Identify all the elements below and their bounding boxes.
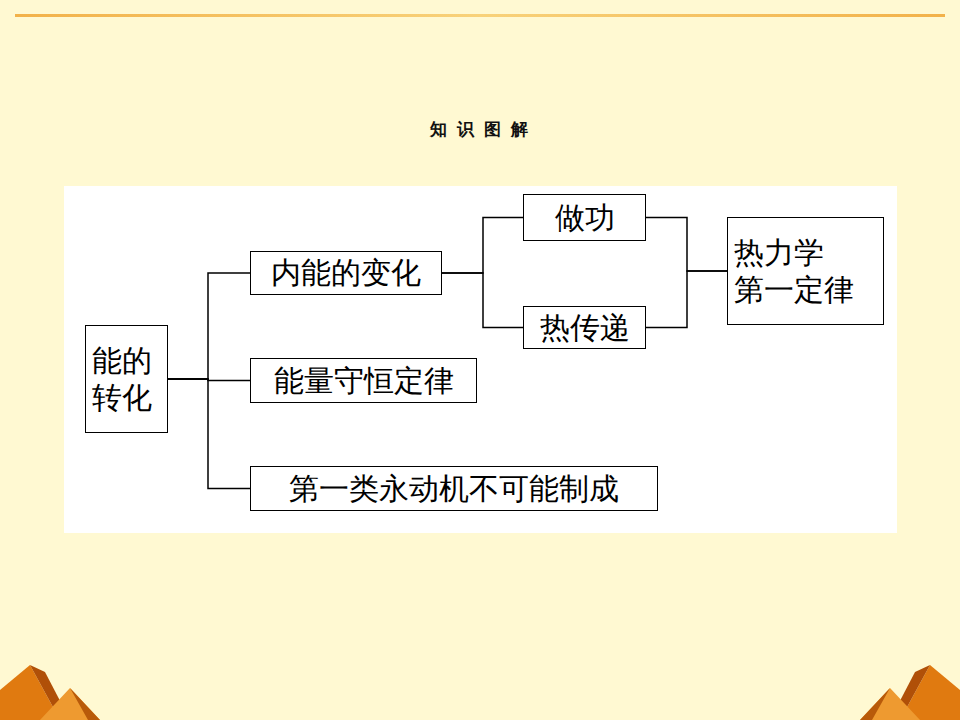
- concept-box: 能的 转化: [85, 325, 168, 433]
- bracket-connector: [168, 379, 250, 381]
- concept-box: 能量守恒定律: [250, 358, 477, 403]
- top-rule: [15, 14, 945, 17]
- box-label: 内能的变化: [271, 254, 421, 292]
- bracket-connector: [168, 273, 250, 379]
- box-label: 做功: [555, 199, 615, 237]
- bracket-connector: [442, 273, 523, 328]
- concept-box: 热传递: [523, 306, 646, 349]
- box-label: 热传递: [540, 309, 630, 347]
- concept-box: 做功: [523, 194, 646, 241]
- box-label: 能量守恒定律: [274, 362, 454, 400]
- box-label: 能的 转化: [92, 342, 161, 417]
- corner-pyramids: [0, 665, 960, 720]
- bracket-connector: [646, 271, 727, 328]
- bracket-connector: [442, 218, 523, 274]
- box-label: 第一类永动机不可能制成: [289, 470, 619, 508]
- concept-box: 内能的变化: [250, 251, 442, 295]
- bracket-connector: [646, 218, 727, 272]
- box-label: 热力学 第一定律: [734, 234, 877, 309]
- concept-box: 第一类永动机不可能制成: [250, 466, 658, 511]
- diagram-title: 知 识 图 解: [0, 118, 960, 141]
- bracket-connector: [168, 379, 250, 489]
- concept-box: 热力学 第一定律: [727, 217, 884, 325]
